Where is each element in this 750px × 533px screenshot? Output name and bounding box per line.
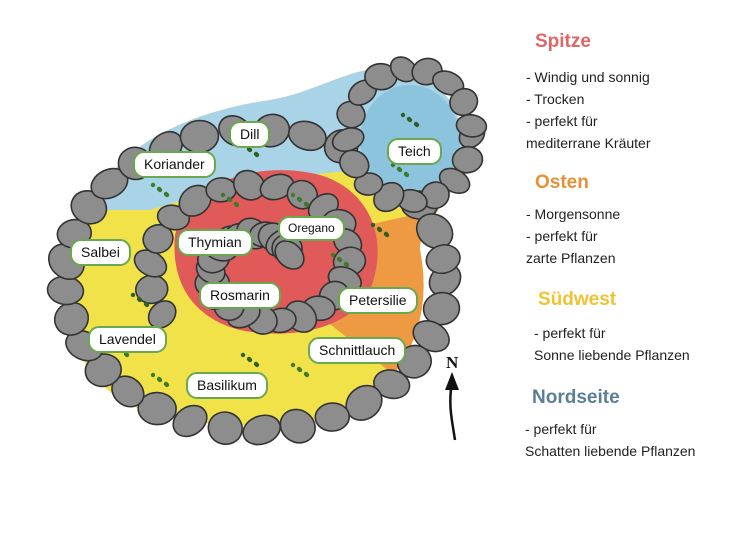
legend-osten-line: - Morgensonne [526, 206, 621, 222]
legend-osten-title: Osten [535, 172, 589, 193]
label-oregano: Oregano [278, 216, 345, 241]
stone [137, 391, 177, 426]
legend-suedwest-title: Südwest [538, 289, 617, 310]
stone [449, 87, 479, 117]
plant-dot [296, 366, 302, 372]
legend-osten-text: - Morgensonne - perfekt für zarte Pflanz… [526, 203, 620, 269]
plant-dot [400, 112, 406, 118]
plant-dot [383, 231, 389, 237]
label-rosmarin: Rosmarin [199, 282, 281, 309]
stone [274, 240, 305, 270]
legend-nordseite-line: - perfekt für [525, 421, 597, 437]
label-salbei: Salbei [70, 239, 131, 266]
stone [172, 404, 208, 438]
legend-spitze-text: - Windig und sonnig - Trocken - perfekt … [526, 66, 651, 154]
legend-spitze-line: mediterrane Kräuter [526, 135, 651, 151]
plant-dot [403, 171, 409, 177]
plant-dot [226, 196, 232, 202]
stone [314, 402, 351, 432]
plant-dot [163, 381, 169, 387]
legend-suedwest-line: - perfekt für [534, 325, 606, 341]
plant-dot [253, 151, 259, 157]
legend-spitze-line: - Trocken [526, 91, 585, 107]
stone [415, 213, 454, 250]
stone [339, 149, 370, 179]
plant-dot [246, 356, 252, 362]
plant-dot [396, 166, 402, 172]
stone [353, 172, 384, 196]
plant-dot [290, 362, 296, 368]
plant-dot [303, 201, 309, 207]
plant-dot [296, 196, 302, 202]
legend-osten-line: zarte Pflanzen [526, 250, 616, 266]
plant-dot [156, 376, 162, 382]
label-petersilie: Petersilie [338, 287, 418, 314]
stone [422, 291, 461, 326]
label-schnittlauch: Schnittlauch [308, 337, 407, 364]
north-arrow-icon [445, 372, 459, 441]
label-dill: Dill [229, 121, 271, 148]
plant-dot [370, 222, 376, 228]
label-thymian: Thymian [177, 229, 253, 256]
stone [455, 113, 488, 138]
plant-dot [330, 252, 336, 258]
plant-dot [343, 261, 349, 267]
stone [331, 127, 365, 153]
stone [259, 173, 295, 201]
plant-dot [220, 192, 226, 198]
stone [207, 411, 243, 446]
plant-dot [156, 186, 162, 192]
legend-suedwest-text: - perfekt für Sonne liebende Pflanzen [534, 322, 690, 366]
stone [373, 369, 411, 400]
stone [451, 145, 484, 174]
stone [242, 414, 281, 446]
plant-dot [136, 296, 142, 302]
stone [279, 408, 316, 444]
plant-dot [150, 372, 156, 378]
stone [142, 223, 174, 254]
plant-dot [290, 192, 296, 198]
plant-dot [336, 256, 342, 262]
legend-nordseite-line: Schatten liebende Pflanzen [525, 443, 696, 459]
plant-dot [130, 292, 136, 298]
plant-dot [143, 301, 149, 307]
legend-nordseite-title: Nordseite [532, 387, 620, 408]
label-lavendel: Lavendel [88, 326, 167, 353]
stone [425, 244, 461, 275]
legend-osten-line: - perfekt für [526, 228, 598, 244]
legend-spitze-line: - Windig und sonnig [526, 69, 650, 85]
label-koriander: Koriander [133, 151, 216, 178]
plant-dot [406, 116, 412, 122]
stone [147, 300, 177, 329]
legend-nordseite-text: - perfekt für Schatten liebende Pflanzen [525, 418, 695, 462]
north-letter: N [446, 353, 459, 372]
plant-dot [376, 226, 382, 232]
label-basilikum: Basilikum [186, 372, 268, 399]
stone [205, 177, 237, 203]
plant-dot [240, 352, 246, 358]
plant-dot [303, 371, 309, 377]
label-teich: Teich [387, 138, 442, 165]
plant-dot [150, 182, 156, 188]
plant-dot [253, 361, 259, 367]
plant-dot [413, 121, 419, 127]
legend-spitze-line: - perfekt für [526, 113, 598, 129]
legend-spitze-title: Spitze [535, 31, 591, 52]
plant-dot [163, 191, 169, 197]
legend-suedwest-line: Sonne liebende Pflanzen [534, 347, 690, 363]
plant-dot [233, 201, 239, 207]
